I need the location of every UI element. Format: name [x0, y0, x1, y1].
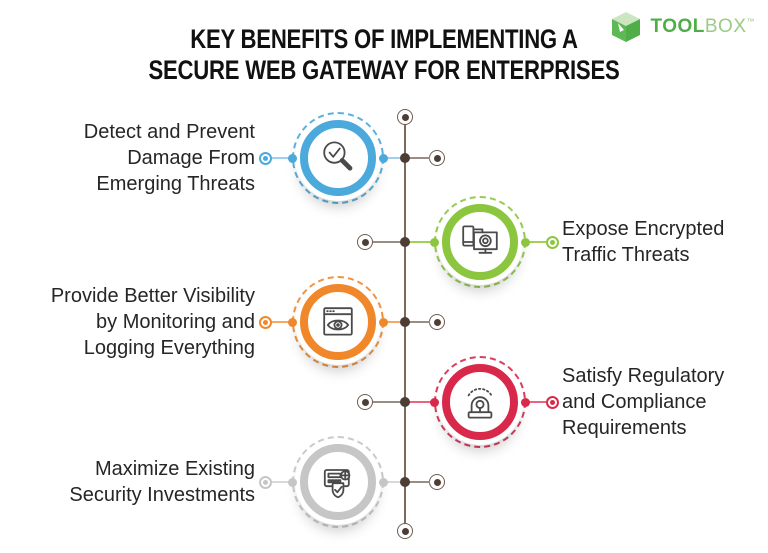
bullet-dot	[259, 475, 272, 489]
bullet-dot	[259, 315, 272, 329]
timeline-top-dot	[397, 109, 413, 125]
junction-node	[400, 237, 410, 247]
connector-line	[271, 321, 293, 323]
benefit-icon-medallion	[430, 196, 530, 288]
edge-dot	[379, 153, 388, 163]
benefit-icon-medallion	[288, 112, 388, 204]
timeline-bottom-dot	[397, 523, 413, 539]
bullet-dot	[546, 395, 559, 409]
benefit-label: Detect and Prevent Damage From Emerging …	[83, 121, 255, 195]
junction-node	[400, 477, 410, 487]
ring-dot	[429, 150, 445, 166]
junction-node	[400, 153, 410, 163]
benefit-label: Maximize Existing Security Investments	[69, 458, 255, 506]
benefit-icon-medallion	[430, 356, 530, 448]
edge-dot	[288, 477, 297, 487]
connector-line	[406, 401, 435, 403]
benefit-label: Satisfy Regulatory and Compliance Requir…	[562, 365, 725, 439]
magnifier-check-icon	[300, 120, 376, 196]
browser-eye-icon	[300, 284, 376, 360]
connector-line	[271, 157, 293, 159]
connector-line	[383, 481, 405, 483]
benefit-label: Expose Encrypted Traffic Threats	[562, 218, 725, 266]
ring-dot	[357, 234, 373, 250]
page-title: KEY BENEFITS OF IMPLEMENTING A SECURE WE…	[148, 24, 620, 85]
connector-line	[383, 157, 405, 159]
connector-line	[271, 481, 293, 483]
junction-node	[400, 397, 410, 407]
connector-line	[528, 401, 546, 403]
logo-trademark: ™	[746, 17, 755, 26]
edge-dot	[379, 317, 388, 327]
stub-line	[406, 481, 430, 483]
logo-text-box: BOX	[704, 16, 747, 37]
connector-line	[528, 241, 546, 243]
benefit-icon-medallion	[288, 436, 388, 528]
ring-dot	[357, 394, 373, 410]
stub-line	[406, 157, 430, 159]
edge-dot	[288, 317, 297, 327]
edge-dot	[288, 153, 297, 163]
ring-dot	[429, 314, 445, 330]
bullet-dot	[259, 151, 272, 165]
logo-text-tool: TOOL	[650, 16, 705, 37]
stub-line	[373, 241, 405, 243]
edge-dot	[430, 237, 439, 247]
benefit-icon-medallion	[288, 276, 388, 368]
monitor-phone-icon	[442, 204, 518, 280]
edge-dot	[430, 397, 439, 407]
edge-dot	[521, 237, 530, 247]
junction-node	[400, 317, 410, 327]
benefit-label: Provide Better Visibility by Monitoring …	[50, 285, 255, 359]
edge-dot	[379, 477, 388, 487]
toolbox-cube-icon	[612, 12, 641, 42]
alarm-siren-icon	[442, 364, 518, 440]
connector-line	[383, 321, 405, 323]
ring-dot	[429, 474, 445, 490]
stub-line	[406, 321, 430, 323]
connector-line	[406, 241, 435, 243]
stub-line	[373, 401, 405, 403]
card-shield-check-icon	[300, 444, 376, 520]
bullet-dot	[546, 235, 559, 249]
edge-dot	[521, 397, 530, 407]
